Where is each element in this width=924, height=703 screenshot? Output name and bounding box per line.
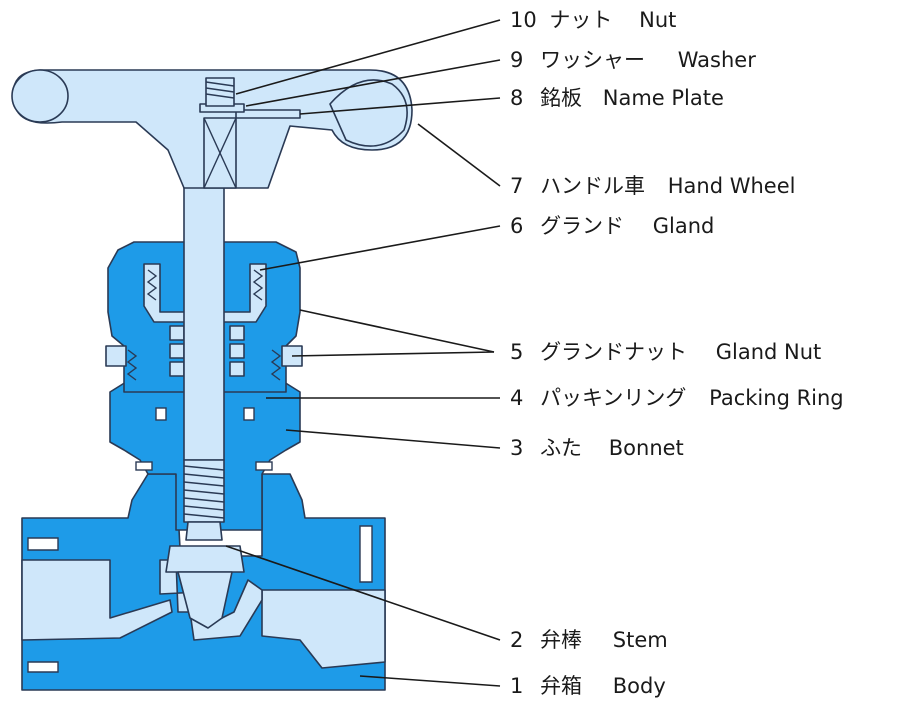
part-10-english: Nut (639, 8, 676, 32)
part-10-japanese: ナット (549, 8, 612, 32)
name-plate (235, 109, 301, 119)
packing-rings (169, 325, 245, 377)
part-1-japanese: 弁箱 (540, 674, 582, 698)
part-9-japanese: ワッシャー (540, 48, 645, 72)
part-5-number: 5 (510, 340, 523, 364)
label-part-8: 8 銘板 Name Plate (510, 86, 724, 110)
part-10-number: 10 (510, 8, 537, 32)
label-part-1: 1 弁箱 Body (510, 674, 666, 698)
part-8-english: Name Plate (603, 86, 724, 110)
label-part-2: 2 弁棒 Stem (510, 628, 668, 652)
part-4-japanese: パッキンリング (540, 386, 686, 410)
part-2-japanese: 弁棒 (540, 628, 582, 652)
part-7-number: 7 (510, 174, 523, 198)
stem (165, 185, 245, 629)
label-part-9: 9 ワッシャー Washer (510, 48, 756, 72)
part-2-number: 2 (510, 628, 523, 652)
part-6-japanese: グランド (540, 214, 624, 238)
part-6-number: 6 (510, 214, 523, 238)
gland (143, 263, 267, 323)
part-3-japanese: ふた (540, 436, 582, 460)
label-part-5: 5 グランドナット Gland Nut (510, 340, 821, 364)
leader-lines (225, 19, 501, 687)
part-4-number: 4 (510, 386, 523, 410)
label-part-6: 6 グランド Gland (510, 214, 714, 238)
part-9-number: 9 (510, 48, 523, 72)
nut (205, 77, 235, 107)
part-9-english: Washer (678, 48, 756, 72)
part-1-number: 1 (510, 674, 523, 698)
part-6-english: Gland (653, 214, 715, 238)
part-8-number: 8 (510, 86, 523, 110)
part-4-english: Packing Ring (709, 386, 844, 410)
part-1-english: Body (613, 674, 666, 698)
label-part-3: 3 ふた Bonnet (510, 436, 684, 460)
part-7-english: Hand Wheel (668, 174, 796, 198)
part-3-number: 3 (510, 436, 523, 460)
part-5-english: Gland Nut (716, 340, 822, 364)
hand-wheel (11, 69, 413, 189)
part-8-japanese: 銘板 (540, 86, 582, 110)
part-2-english: Stem (613, 628, 668, 652)
part-3-english: Bonnet (609, 436, 684, 460)
part-7-japanese: ハンドル車 (540, 174, 645, 198)
label-part-10: 10 ナット Nut (510, 8, 676, 32)
part-5-japanese: グランドナット (540, 340, 687, 364)
label-part-7: 7 ハンドル車 Hand Wheel (510, 174, 795, 198)
part-labels: 10 ナット Nut 9 ワッシャー Washer 8 銘板 Name Plat… (510, 8, 844, 698)
label-part-4: 4 パッキンリング Packing Ring (510, 386, 844, 410)
